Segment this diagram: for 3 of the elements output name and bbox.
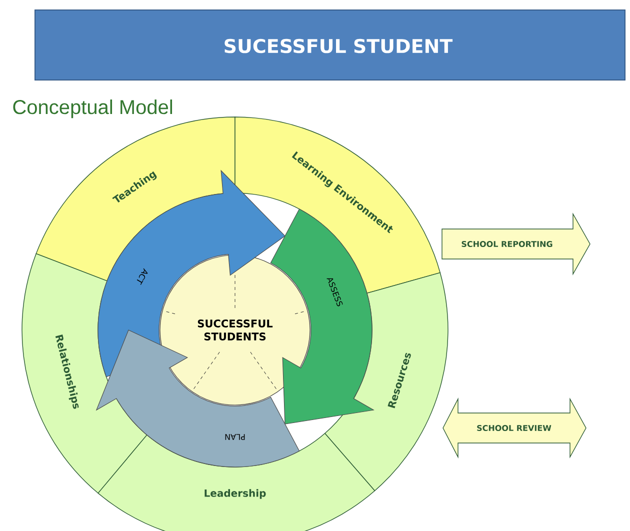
title-banner: SUCESSFUL STUDENT bbox=[34, 10, 626, 80]
heading: Conceptual Model bbox=[13, 100, 172, 118]
node-label: Leadership bbox=[204, 489, 266, 499]
